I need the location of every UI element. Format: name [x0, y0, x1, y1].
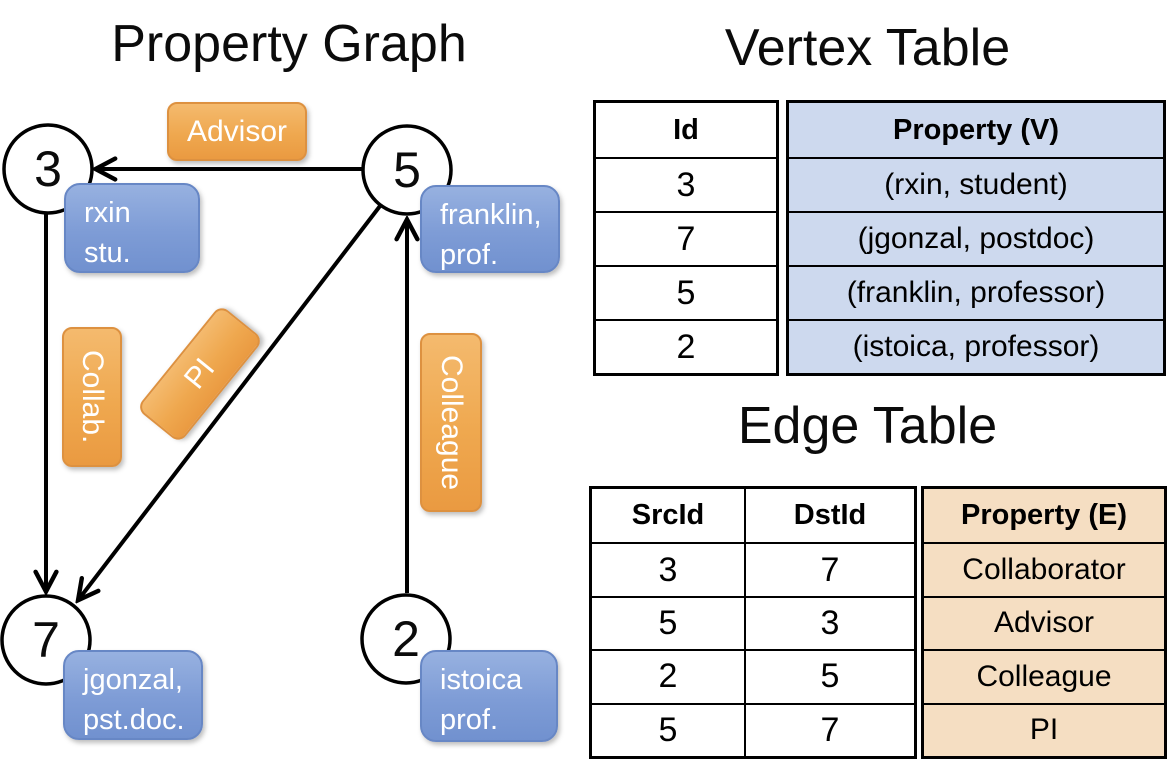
vertex-prop-box-5: franklin, prof.	[420, 185, 560, 273]
vertex-table-id-cell: 3	[596, 157, 776, 211]
vertex-prop-3-line1: rxin	[84, 197, 131, 229]
vertex-prop-5-line1: franklin,	[440, 199, 542, 231]
node-2-label: 2	[392, 611, 420, 667]
vertex-prop-2-line1: istoica	[440, 664, 523, 696]
node-3-label: 3	[34, 141, 62, 197]
node-7-label: 7	[32, 612, 60, 668]
vertex-table-property-cell: (jgonzal, postdoc)	[789, 211, 1163, 265]
vertex-table-title: Vertex Table	[724, 19, 1011, 77]
edge-table-src-cell: 2	[592, 649, 744, 702]
vertex-table-id-cell: 7	[596, 211, 776, 265]
edge-table-dst-cell: 7	[744, 542, 914, 596]
edge-table-id-columns: SrcId DstId 3 7 5 3 2 5 5 7	[589, 486, 917, 759]
edge-table-header-dstid: DstId	[744, 489, 914, 543]
vertex-prop-7-line2: pst.doc.	[83, 704, 185, 736]
vertex-prop-box-2: istoica prof.	[420, 650, 558, 742]
vertex-table-header-property: Property (V)	[893, 113, 1059, 146]
edge-table-property-column: Property (E) Collaborator Advisor Collea…	[921, 486, 1167, 759]
vertex-table-header-id: Id	[673, 113, 699, 146]
edge-label-collab: Collab.	[62, 327, 122, 467]
vertex-table-id-cell: 2	[596, 319, 776, 373]
vertex-prop-5-line2: prof.	[440, 239, 499, 271]
edge-label-advisor: Advisor	[167, 102, 307, 161]
edge-table-src-cell: 3	[592, 542, 744, 595]
vertex-prop-2-line2: prof.	[440, 704, 499, 736]
vertex-prop-box-3: rxin stu.	[64, 183, 200, 273]
edge-table-dst-cell: 3	[744, 595, 914, 650]
vertex-table-id-cell: 5	[596, 265, 776, 319]
edge-5-to-7-arrow	[79, 204, 382, 599]
vertex-prop-box-7: jgonzal, pst.doc.	[63, 650, 203, 740]
edge-table-property-cell: Colleague	[924, 649, 1164, 702]
vertex-table-property-cell: (istoica, professor)	[789, 319, 1163, 373]
edge-table-title: Edge Table	[737, 397, 998, 455]
property-graph-title: Property Graph	[111, 15, 467, 73]
edge-label-colleague: Colleague	[420, 333, 482, 512]
edge-table-header-srcid: SrcId	[631, 499, 705, 532]
edge-table-dst-cell: 5	[744, 649, 914, 703]
edge-table-property-cell: Advisor	[924, 595, 1164, 649]
vertex-prop-7-line1: jgonzal,	[83, 664, 183, 696]
edge-table-src-cell: 5	[592, 595, 744, 649]
vertex-prop-3-line2: stu.	[84, 237, 131, 269]
edge-table-header-property: Property (E)	[961, 499, 1127, 532]
vertex-table-property-cell: (rxin, student)	[789, 157, 1163, 211]
node-5-label: 5	[393, 142, 421, 198]
edge-table-src-cell: 5	[592, 702, 744, 756]
vertex-table-id-column: Id 3 7 5 2	[593, 100, 779, 376]
vertex-table-property-column: Property (V) (rxin, student) (jgonzal, p…	[786, 100, 1166, 376]
edge-table-dst-cell: 7	[744, 702, 914, 756]
edge-table-property-cell: Collaborator	[924, 542, 1164, 595]
edge-table-property-cell: PI	[924, 702, 1164, 756]
vertex-table-property-cell: (franklin, professor)	[789, 265, 1163, 319]
